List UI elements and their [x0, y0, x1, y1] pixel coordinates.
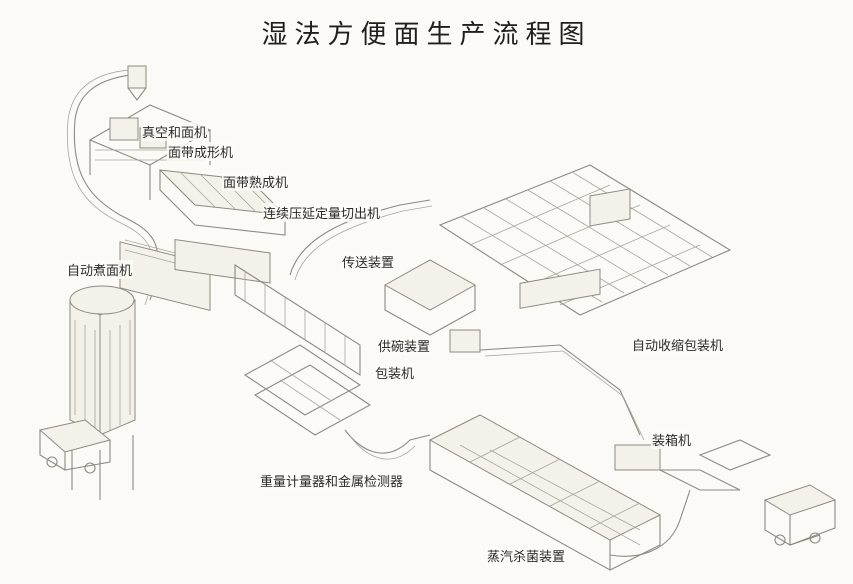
label-bowl-feeder: 供碗装置 [377, 336, 432, 355]
shrink-wrapper [519, 188, 631, 309]
zig-conveyors [243, 344, 372, 436]
upper-conveyor [289, 199, 431, 276]
label-conveyor: 传送装置 [341, 252, 396, 271]
sterilizer [428, 414, 662, 571]
label-sheet-maturing: 面带熟成机 [222, 172, 290, 191]
label-packer: 包装机 [374, 363, 416, 382]
cartoner-unit [614, 439, 772, 491]
delivery-truck [763, 484, 837, 546]
bowl-feeder-unit [383, 259, 481, 353]
flour-pipe [73, 74, 159, 301]
label-auto-boiler: 自动煮面机 [66, 260, 134, 279]
label-steam-sterilizer: 蒸汽杀菌装置 [486, 546, 567, 565]
label-weigh-metal-detect: 重量计量器和金属检测器 [259, 471, 405, 490]
press-rows [119, 239, 271, 311]
label-cartoner: 装箱机 [651, 430, 693, 449]
diagram-title: 湿法方便面生产流程图 [261, 20, 592, 50]
label-shrink-packer: 自动收缩包装机 [631, 335, 725, 354]
main-conveyor [234, 263, 361, 377]
tanker-truck [38, 419, 112, 474]
label-continuous-press-cut: 连续压延定量切出机 [262, 203, 382, 222]
flour-silos [69, 285, 136, 500]
label-vacuum-mixer: 真空和面机 [141, 122, 209, 141]
flour-hopper [127, 65, 147, 101]
exit-conveyor [609, 489, 691, 557]
lower-conveyor [344, 429, 431, 454]
mid-conveyor [479, 344, 641, 436]
label-sheet-forming: 面带成形机 [167, 142, 235, 161]
